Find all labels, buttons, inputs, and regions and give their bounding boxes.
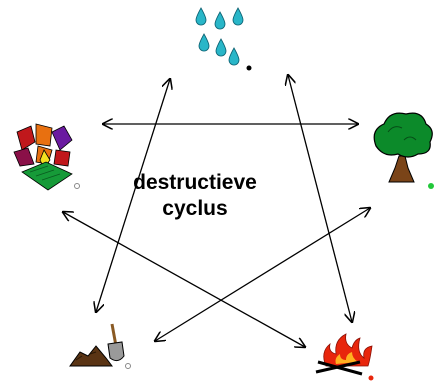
fire-dot: [368, 375, 374, 381]
arrow-water-fire: [288, 75, 352, 322]
water-dot: [246, 65, 252, 71]
diagram-title: destructieve cyclus: [120, 170, 270, 222]
wood-dot: [428, 183, 434, 189]
water-drops-icon: [195, 7, 244, 66]
metal-dot: [74, 183, 80, 189]
arrow-wood-earth: [155, 208, 370, 341]
title-line-1: destructieve: [133, 171, 257, 194]
tree-icon: [373, 112, 433, 183]
earth-dot: [125, 363, 131, 369]
soil-shovel-icon: [69, 323, 125, 367]
title-line-2: cyclus: [162, 197, 228, 220]
gem-crystals-icon: [13, 123, 73, 191]
arrow-metal-fire: [63, 212, 305, 347]
campfire-icon: [315, 333, 373, 376]
arrows: [63, 75, 370, 347]
